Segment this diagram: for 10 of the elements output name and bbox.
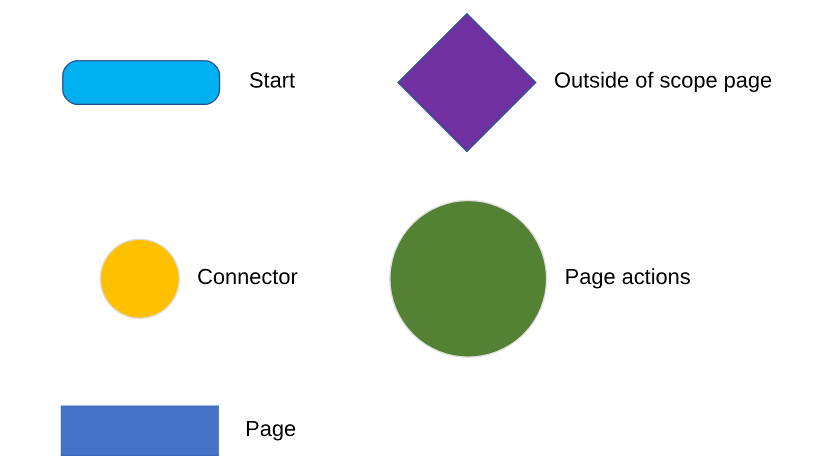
node-label: Outside of scope page bbox=[554, 68, 772, 93]
node-box bbox=[60, 406, 219, 456]
node-circle bbox=[389, 200, 548, 358]
node-label: Page bbox=[245, 416, 296, 441]
node-circle bbox=[100, 238, 180, 319]
node-label: Connector bbox=[197, 264, 298, 289]
node-label: Page actions bbox=[564, 264, 691, 289]
node-box bbox=[62, 60, 220, 106]
node-label: Start bbox=[248, 68, 296, 93]
node-diamond bbox=[397, 12, 537, 152]
